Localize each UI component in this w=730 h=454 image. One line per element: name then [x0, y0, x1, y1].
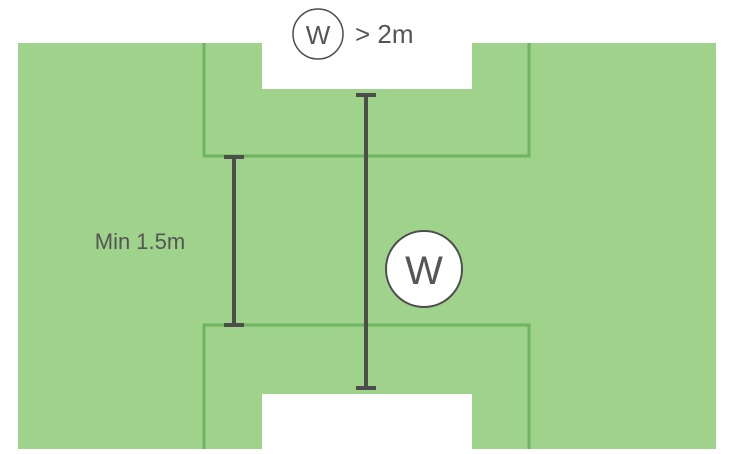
w-circle-symbol: W	[405, 249, 443, 293]
top-cutout	[262, 43, 472, 89]
legend-w-circle	[292, 8, 344, 60]
legend-condition: > 2m	[355, 19, 414, 49]
legend-w-symbol: W	[306, 20, 331, 50]
bottom-cutout	[262, 394, 472, 449]
min-width-label: Min 1.5m	[95, 229, 185, 254]
min-width-dimension	[224, 155, 244, 327]
w-dimension	[356, 93, 376, 390]
w-circle-marker	[385, 230, 463, 308]
